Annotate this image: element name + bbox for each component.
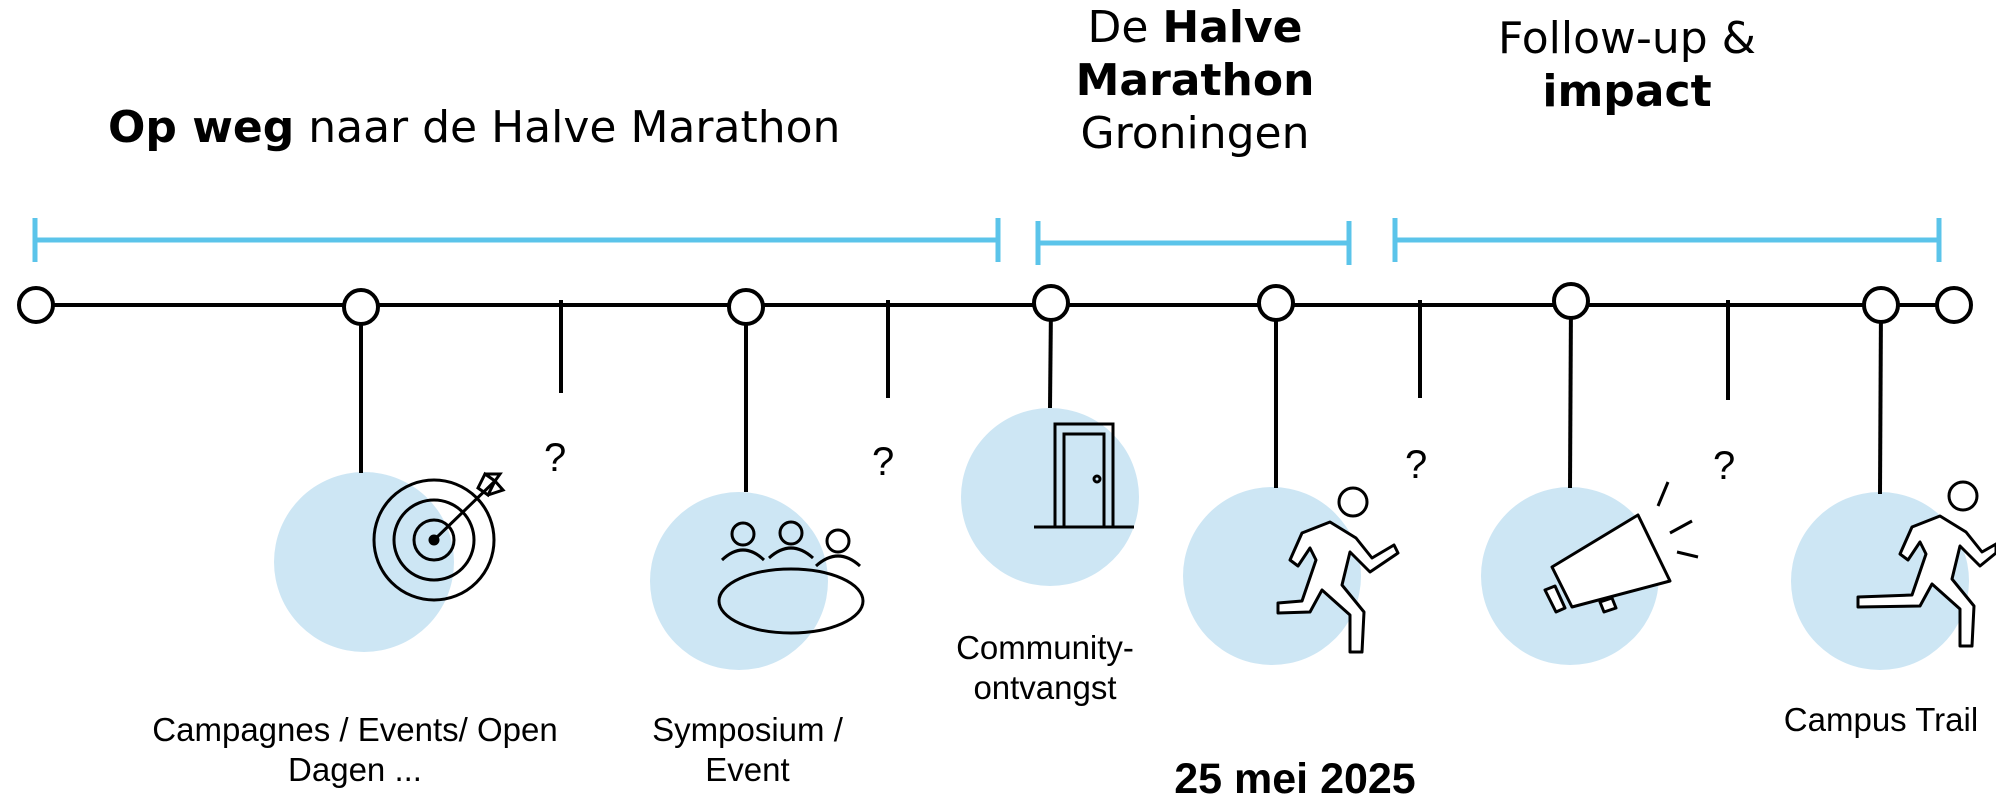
follow-up-line2: impact xyxy=(1452,66,1802,119)
node-campaigns xyxy=(342,288,380,326)
milestone-label-campaigns: Campagnes / Events/ Open Dagen ... xyxy=(152,711,558,788)
node-symposium xyxy=(727,288,765,326)
runner-icon xyxy=(1276,486,1400,654)
section-heading-road-rest: naar de Halve Marathon xyxy=(308,102,841,153)
bubble-community xyxy=(961,408,1139,586)
section-heading-road-bold: Op weg xyxy=(108,102,295,153)
node-end xyxy=(1935,286,1973,324)
section-heading-race-line2: Marathon xyxy=(1040,55,1350,108)
question-mark-1: ? xyxy=(544,436,567,480)
bracket-road-to-marathon xyxy=(32,218,1001,262)
question-mark-2: ? xyxy=(872,440,895,484)
node-race xyxy=(1257,284,1295,322)
milestone-label-community: Community-ontvangst xyxy=(956,629,1134,706)
bracket-marathon xyxy=(1035,221,1352,265)
race-heading-marathon: Marathon xyxy=(1075,54,1315,106)
section-heading-race: De Halve Marathon Groningen xyxy=(1040,2,1350,160)
bubble-symposium xyxy=(650,492,828,670)
connector-community xyxy=(1048,304,1053,409)
bracket-follow-up xyxy=(1392,218,1942,262)
question-mark-3: ? xyxy=(1405,443,1428,487)
node-community xyxy=(1032,284,1070,322)
follow-up-impact: impact xyxy=(1542,65,1712,117)
section-heading-race-line1: De Halve xyxy=(1040,2,1350,55)
follow-up-line1: Follow-up & xyxy=(1497,13,1756,64)
node-start xyxy=(17,286,55,324)
bubble-campaigns xyxy=(274,472,454,652)
question-mark-4: ? xyxy=(1713,444,1736,488)
node-followup xyxy=(1552,282,1590,320)
door-icon xyxy=(1034,422,1134,529)
race-date: 25 mei 2025 xyxy=(1174,755,1416,803)
section-heading-race-line3: Groningen xyxy=(1080,107,1310,159)
section-heading-road: Op weg naar de Halve Marathon xyxy=(108,102,840,155)
runner-icon xyxy=(1856,480,1996,648)
megaphone-icon xyxy=(1543,481,1699,614)
race-heading-de: De xyxy=(1087,2,1149,53)
target-icon xyxy=(372,471,506,602)
node-campus-trail xyxy=(1862,286,1900,324)
meeting-table-icon xyxy=(717,520,865,635)
milestone-label-symposium: Symposium / Event xyxy=(652,711,843,788)
connector-followup xyxy=(1568,300,1573,489)
section-heading-follow-up: Follow-up & impact xyxy=(1452,13,1802,119)
race-heading-halve: Halve xyxy=(1162,2,1303,53)
milestone-label-campus-trail: Campus Trail xyxy=(1783,701,1979,738)
connector-campus-trail xyxy=(1878,304,1883,495)
